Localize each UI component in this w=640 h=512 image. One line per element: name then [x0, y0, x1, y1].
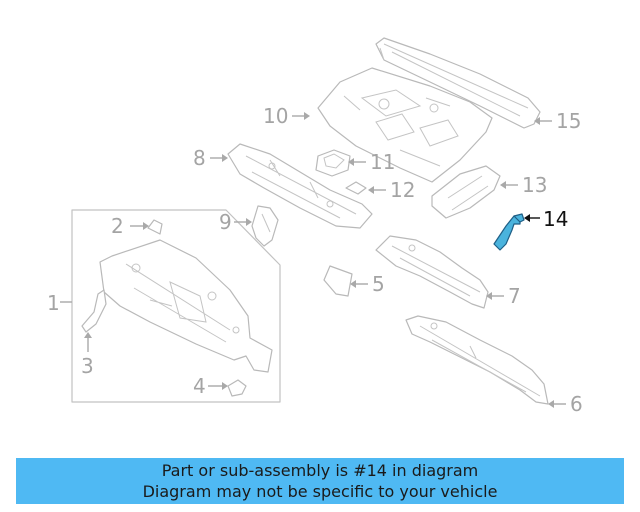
part-14-shape[interactable] [493, 213, 525, 251]
banner-line-1: Part or sub-assembly is #14 in diagram [161, 461, 479, 480]
callout-3: 3 [81, 354, 94, 378]
info-banner: Part or sub-assembly is #14 in diagram D… [16, 458, 624, 504]
callout-9: 9 [219, 210, 232, 234]
parts-diagram: 1 2 3 4 5 6 7 8 9 10 11 12 13 14 15 [47, 37, 583, 416]
part-12-shape [345, 181, 367, 195]
part-11-shape [315, 149, 351, 177]
part-10-shape [317, 67, 493, 183]
callout-8: 8 [193, 146, 206, 170]
part-13-shape [431, 165, 501, 219]
callout-10: 10 [263, 104, 288, 128]
part-8-shape [227, 143, 373, 229]
part-5-shape [323, 265, 353, 297]
callout-2: 2 [111, 214, 124, 238]
callout-4: 4 [193, 374, 206, 398]
part-2-shape [147, 219, 163, 235]
callout-1: 1 [47, 291, 60, 315]
part-7-shape [375, 235, 489, 309]
part-15-shape [375, 37, 541, 129]
callout-11: 11 [370, 150, 395, 174]
callout-6: 6 [570, 392, 583, 416]
banner-line-2: Diagram may not be specific to your vehi… [142, 482, 498, 501]
callout-7: 7 [508, 284, 521, 308]
part-1-shape [99, 239, 273, 373]
part-4-shape [227, 379, 247, 397]
part-9-shape [251, 205, 279, 247]
callout-5: 5 [372, 272, 385, 296]
part-3-shape [81, 289, 107, 333]
callout-13: 13 [522, 173, 547, 197]
part-6-shape [405, 315, 549, 405]
leader-lines [60, 112, 566, 408]
callout-14: 14 [543, 207, 568, 231]
callout-15: 15 [556, 109, 581, 133]
assembly-1-box [71, 209, 281, 403]
callout-12: 12 [390, 178, 415, 202]
